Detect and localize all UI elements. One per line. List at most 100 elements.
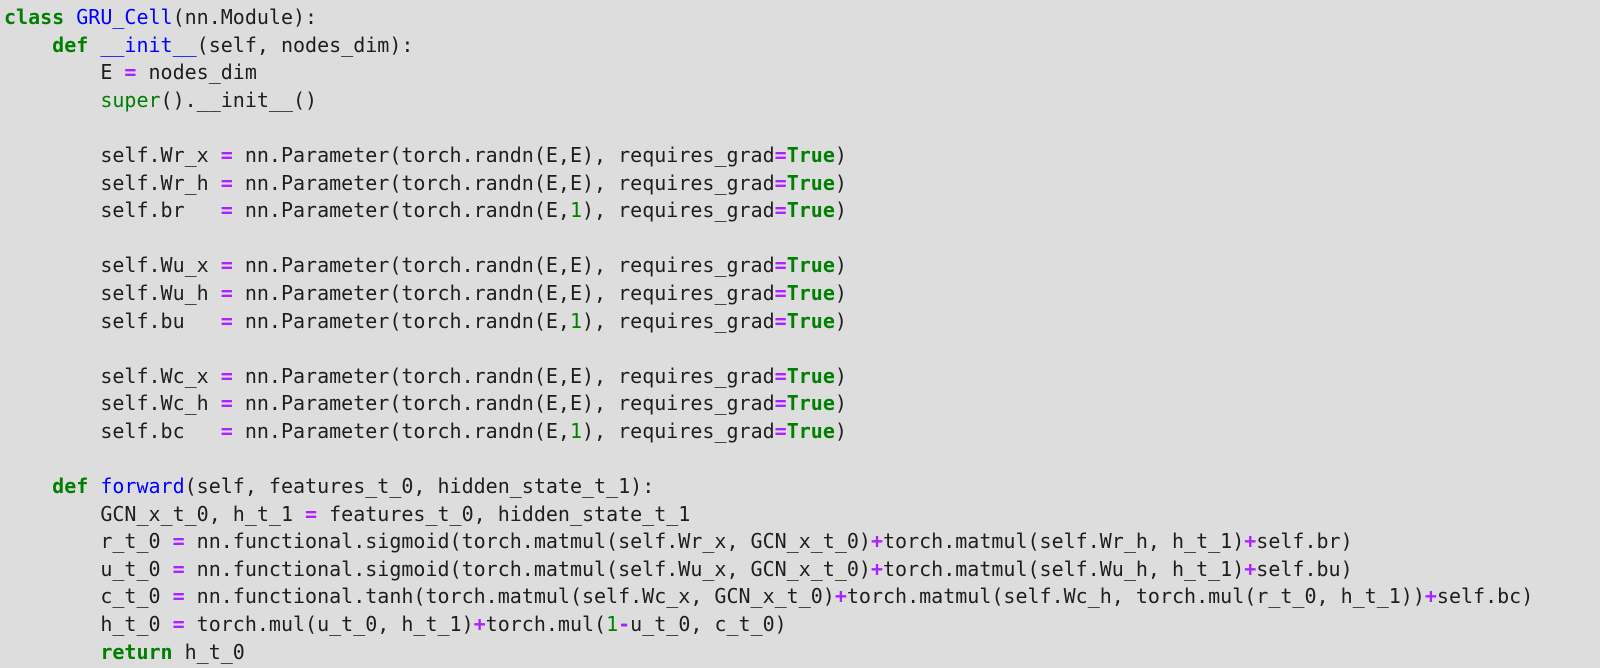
code-token-op: = [124,60,137,85]
code-line [4,225,1600,253]
code-token-plain: h_t_0 [4,612,173,637]
code-token-plain: (self, features_t_0, hidden_state_t_1): [184,474,655,499]
code-token-plain [4,474,52,498]
code-token-plain: self.Wu_h [4,280,221,305]
code-line: c_t_0 = nn.functional.tanh(torch.matmul(… [4,583,1600,611]
code-token-plain [64,5,76,29]
code-token-num: 1 [569,308,582,333]
code-token-num: 1 [569,198,582,223]
code-line [4,335,1600,363]
code-token-op: = [774,363,787,388]
code-token-kw: True [786,170,835,195]
code-token-op: = [774,308,787,333]
code-token-plain: ) [834,308,847,333]
code-token-op: + [870,556,884,581]
code-token-plain: h_t_0 [172,639,245,664]
code-token-plain: ) [834,198,847,223]
code-token-op: = [220,418,233,443]
code-token-plain: r_t_0 [4,529,173,554]
code-token-plain: ) [834,391,847,416]
code-line: self.Wu_h = nn.Parameter(torch.randn(E,E… [4,280,1600,308]
code-token-op: = [220,308,233,333]
code-token-plain: ) [834,142,847,167]
code-token-plain: nn.Parameter(torch.randn(E,E), requires_… [232,391,775,416]
code-token-op: + [870,529,884,554]
code-token-plain: nn.Parameter(torch.randn(E,E), requires_… [232,142,775,167]
code-token-op: = [774,142,787,167]
code-token-op: + [1424,584,1437,609]
code-line [4,114,1600,142]
code-token-plain: E [4,60,125,85]
code-token-op: - [618,612,631,637]
code-token-plain: (nn.Module): [172,5,318,29]
code-token-plain: ), requires_grad [582,198,775,223]
code-token-plain [4,33,52,57]
code-token-op: = [774,198,787,223]
code-token-plain: nn.functional.sigmoid(torch.matmul(self.… [184,556,871,581]
code-line: h_t_0 = torch.mul(u_t_0, h_t_1)+torch.mu… [4,611,1600,639]
code-token-op: = [172,584,185,609]
code-token-op: = [774,280,787,305]
code-token-plain: self.bu [4,308,221,333]
code-line: self.Wr_h = nn.Parameter(torch.randn(E,E… [4,170,1600,198]
code-token-def: GRU_Cell [76,5,173,29]
code-token-kw: True [786,198,835,223]
code-token-plain: torch.mul( [485,612,607,637]
code-token-plain: self.Wr_h [4,170,221,195]
code-token-kw: True [786,280,835,305]
code-token-plain: ) [834,280,847,305]
code-token-plain: ) [834,363,847,388]
code-token-plain: nn.functional.sigmoid(torch.matmul(self.… [184,529,871,554]
code-token-plain: self.bc [4,418,221,443]
code-token-plain [4,88,100,112]
code-line: GCN_x_t_0, h_t_1 = features_t_0, hidden_… [4,501,1600,529]
code-line: self.Wc_h = nn.Parameter(torch.randn(E,E… [4,390,1600,418]
code-line: self.Wu_x = nn.Parameter(torch.randn(E,E… [4,252,1600,280]
code-token-plain: self.Wc_x [4,363,221,388]
code-line: super().__init__() [4,87,1600,115]
code-token-op: = [774,391,787,416]
code-token-kw: return [100,639,173,664]
code-token-plain [88,474,100,498]
code-token-plain: nn.Parameter(torch.randn(E, [232,418,570,443]
code-token-plain: torch.matmul(self.Wc_h, torch.mul(r_t_0,… [846,584,1425,609]
code-token-kw: True [786,363,835,388]
code-token-plain: self.br) [1256,529,1353,554]
code-line: r_t_0 = nn.functional.sigmoid(torch.matm… [4,528,1600,556]
code-line: self.br = nn.Parameter(torch.randn(E,1),… [4,197,1600,225]
code-token-plain: ), requires_grad [582,308,775,333]
code-token-op: = [220,170,233,195]
code-token-plain: nn.Parameter(torch.randn(E,E), requires_… [232,170,775,195]
code-token-plain [88,33,100,57]
code-token-op: = [172,529,185,554]
code-token-plain: torch.matmul(self.Wr_h, h_t_1) [883,529,1245,554]
code-token-op: = [172,612,185,637]
code-token-kw: def [52,474,89,499]
code-line: class GRU_Cell(nn.Module): [4,4,1600,32]
code-token-plain: nn.Parameter(torch.randn(E,E), requires_… [232,280,775,305]
code-token-plain: ), requires_grad [582,418,775,443]
code-token-plain: nodes_dim [136,60,257,85]
code-token-num: 1 [606,612,619,637]
code-token-kw: def [52,32,89,57]
code-token-kw: True [786,142,835,167]
code-token-plain: torch.matmul(self.Wu_h, h_t_1) [883,556,1245,581]
code-line: self.bc = nn.Parameter(torch.randn(E,1),… [4,418,1600,446]
code-token-kw: class [4,5,65,29]
code-line: return h_t_0 [4,639,1600,667]
code-token-op: = [220,363,233,388]
code-token-def: __init__ [100,32,197,57]
code-token-plain: u_t_0, c_t_0) [630,612,787,637]
code-token-plain: ) [834,170,847,195]
code-line [4,446,1600,474]
code-token-op: = [774,253,787,278]
code-token-plain: torch.mul(u_t_0, h_t_1) [184,612,474,637]
code-token-def: forward [100,474,185,499]
code-token-plain: features_t_0, hidden_state_t_1 [317,501,691,526]
code-token-plain: self.bc) [1436,584,1534,609]
code-token-plain: self.Wc_h [4,391,221,416]
code-token-plain: ().__init__() [160,87,318,112]
code-line: self.bu = nn.Parameter(torch.randn(E,1),… [4,308,1600,336]
code-token-plain: nn.Parameter(torch.randn(E, [232,308,570,333]
